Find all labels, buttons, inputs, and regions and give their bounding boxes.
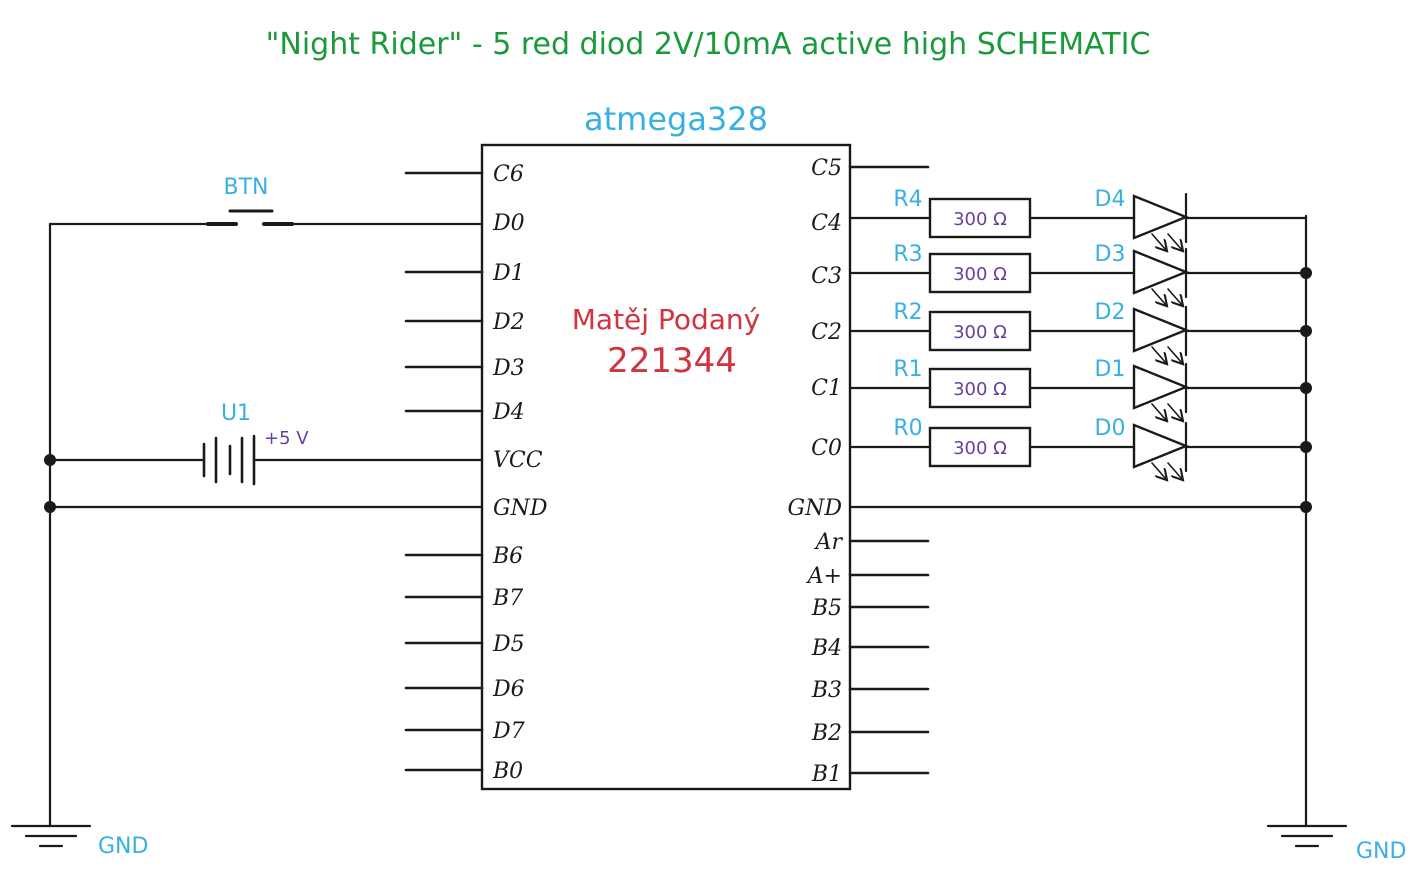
right-pin-label: C1 — [811, 376, 842, 401]
right-pin-label: B2 — [811, 721, 842, 746]
led-diode-icon — [1132, 249, 1190, 295]
resistor-label: R0 — [893, 416, 922, 441]
left-pin-label: GND — [493, 496, 548, 521]
left-pin-label: D2 — [492, 310, 525, 335]
right-pin-label: C3 — [811, 264, 842, 289]
led-channel: 300 Ω R0 D0 — [848, 416, 1312, 479]
left-pin-label: D4 — [492, 400, 525, 425]
resistor-value: 300 Ω — [953, 438, 1007, 459]
left-pin-label: VCC — [493, 448, 543, 473]
left-pin-label: D0 — [492, 211, 525, 236]
led-channel: 300 Ω R3 D3 — [848, 242, 1312, 305]
chip-name: atmega328 — [584, 100, 768, 138]
light-arrow-icon — [1151, 233, 1166, 250]
led-diode-icon — [1132, 364, 1190, 410]
resistor-label: R1 — [893, 357, 922, 382]
author-id: 221344 — [607, 341, 737, 381]
battery-voltage: +5 V — [264, 428, 309, 449]
right-pin-label: GND — [788, 496, 843, 521]
atmega328-chip — [480, 143, 852, 791]
resistor-value: 300 Ω — [953, 322, 1007, 343]
right-ground-symbol: GND — [1266, 824, 1406, 864]
junction-dot — [1300, 267, 1312, 279]
right-pin-label: B3 — [811, 678, 842, 703]
led-diode-icon — [1132, 307, 1190, 353]
left-ground-symbol: GND — [10, 824, 148, 859]
resistor-label: R4 — [893, 187, 922, 212]
left-pin-label: D6 — [492, 677, 525, 702]
led-diode-icon — [1132, 194, 1190, 240]
light-arrow-icon — [1167, 288, 1182, 305]
junction-dot — [1300, 382, 1312, 394]
diode-label: D4 — [1095, 187, 1126, 212]
battery-label: U1 — [221, 401, 251, 426]
left-pin-label: B0 — [492, 759, 523, 784]
right-pin-label: C0 — [811, 436, 842, 461]
schematic-title: "Night Rider" - 5 red diod 2V/10mA activ… — [266, 27, 1151, 62]
right-pin-label: B1 — [811, 762, 842, 787]
left-pin-label: D7 — [492, 719, 525, 744]
junction-dot — [1300, 441, 1312, 453]
left-pin-label: B6 — [492, 544, 523, 569]
diode-label: D2 — [1095, 300, 1126, 325]
light-arrow-icon — [1151, 462, 1166, 479]
left-pin-label: D3 — [492, 356, 525, 381]
light-arrow-icon — [1151, 403, 1166, 420]
resistor-value: 300 Ω — [953, 379, 1007, 400]
right-gnd-label: GND — [1356, 839, 1406, 864]
light-arrow-icon — [1167, 346, 1182, 363]
battery: U1 +5 V — [48, 401, 484, 486]
junction-dot — [44, 501, 56, 513]
light-arrow-icon — [1151, 288, 1166, 305]
resistor-label: R2 — [893, 300, 922, 325]
led-channel: 300 Ω R4 D4 — [848, 187, 1308, 250]
author-name: Matěj Podaný — [572, 303, 760, 336]
right-pin-label: C5 — [811, 156, 842, 181]
diode-label: D1 — [1095, 357, 1126, 382]
right-pin-label: C4 — [811, 211, 842, 236]
right-pin-label: B5 — [811, 596, 842, 621]
right-pin-label: Ar — [814, 530, 844, 555]
diode-label: D0 — [1095, 416, 1126, 441]
junction-dot — [44, 454, 56, 466]
light-arrow-icon — [1167, 403, 1182, 420]
light-arrow-icon — [1167, 233, 1182, 250]
light-arrow-icon — [1151, 346, 1166, 363]
resistor-value: 300 Ω — [953, 264, 1007, 285]
light-arrow-icon — [1167, 462, 1182, 479]
resistor-value: 300 Ω — [953, 209, 1007, 230]
left-pin-label: D1 — [492, 261, 525, 286]
led-channel: 300 Ω R2 D2 — [848, 300, 1312, 363]
left-pin-label: D5 — [492, 632, 525, 657]
right-pin-label: B4 — [811, 636, 842, 661]
push-button: BTN — [206, 175, 294, 226]
left-gnd-label: GND — [98, 834, 148, 859]
led-channel: 300 Ω R1 D1 — [848, 357, 1312, 420]
button-label: BTN — [224, 175, 269, 200]
resistor-label: R3 — [893, 242, 922, 267]
led-diode-icon — [1132, 423, 1190, 469]
right-pin-label: A+ — [806, 564, 842, 589]
junction-dot — [1300, 501, 1312, 513]
junction-dot — [1300, 325, 1312, 337]
left-pin-label: C6 — [493, 162, 524, 187]
right-pin-label: C2 — [811, 320, 842, 345]
diode-label: D3 — [1095, 242, 1126, 267]
left-pin-label: B7 — [492, 586, 523, 611]
